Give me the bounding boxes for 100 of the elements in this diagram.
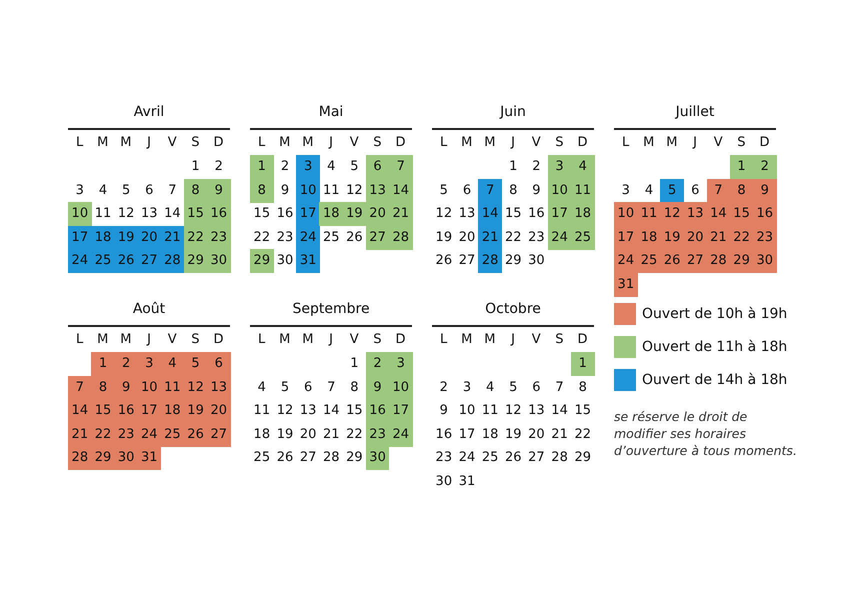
weekday-header: L [438, 331, 448, 349]
highlighted-day: 16 [114, 399, 138, 424]
weekday-header: J [328, 331, 334, 349]
highlighted-day: 30 [206, 249, 231, 274]
highlighted-day: 14 [706, 202, 730, 226]
day-number: 7 [167, 182, 178, 200]
highlighted-day: 11 [160, 376, 184, 400]
day-number: 2 [531, 158, 542, 176]
highlighted-day: 19 [660, 226, 684, 250]
highlighted-day: 3 [548, 155, 572, 180]
day-number: 22 [252, 228, 272, 247]
weekday-header: D [394, 331, 406, 349]
day-number: 1 [508, 158, 518, 176]
legend-label: Ouvert de 11h à 18h [642, 338, 788, 357]
day-number: 13 [527, 402, 546, 420]
highlighted-day: 23 [206, 226, 231, 250]
highlighted-day: 9 [114, 376, 138, 400]
day-number: 15 [504, 205, 523, 224]
day-number: 27 [458, 252, 476, 270]
highlighted-day: 31 [614, 273, 638, 298]
weekday-header: V [348, 331, 360, 349]
highlighted-day: 2 [114, 352, 138, 376]
day-number: 6 [144, 182, 154, 200]
day-number: 12 [345, 182, 364, 200]
day-number: 19 [504, 426, 523, 444]
day-number: 17 [458, 426, 476, 444]
highlighted-day: 31 [137, 446, 162, 470]
highlighted-day: 29 [250, 249, 274, 274]
weekday-header: M [301, 134, 314, 152]
day-number: 11 [480, 402, 500, 420]
day-number: 27 [298, 449, 318, 468]
day-number: 5 [120, 182, 132, 200]
highlighted-day: 29 [91, 446, 115, 470]
highlighted-day: 17 [614, 226, 638, 250]
weekday-header: M [278, 134, 292, 152]
weekday-header: V [348, 134, 360, 152]
highlighted-day: 11 [637, 202, 661, 226]
highlighted-day: 28 [160, 249, 184, 274]
highlighted-day: 5 [660, 178, 684, 203]
highlighted-day: 22 [91, 422, 115, 447]
day-number: 26 [345, 228, 364, 247]
weekday-header: D [394, 134, 406, 152]
note-text: se réserve le droit de modifier ses horaires d’ouverture à tous moments. [614, 408, 798, 459]
highlighted-day: 1 [91, 352, 115, 376]
day-number: 16 [527, 205, 546, 224]
highlighted-day: 15 [730, 202, 754, 226]
highlighted-day: 24 [137, 422, 162, 447]
highlighted-day: 26 [114, 249, 138, 274]
highlighted-day: 17 [137, 399, 162, 424]
highlighted-day: 10 [548, 178, 572, 203]
highlighted-day: 31 [296, 249, 320, 274]
day-number: 15 [252, 205, 272, 224]
weekday-header: M [483, 134, 496, 152]
day-number: 16 [276, 205, 294, 224]
highlighted-day: 6 [206, 352, 231, 376]
weekday-header: V [530, 134, 542, 152]
highlighted-day: 4 [570, 155, 595, 180]
weekday-header: V [530, 331, 542, 349]
highlighted-day: 17 [388, 399, 413, 424]
highlighted-day: 7 [478, 178, 502, 203]
day-number: 20 [298, 426, 318, 444]
highlighted-day: 13 [206, 376, 231, 400]
highlighted-day: 9 [366, 376, 390, 400]
day-number: 6 [302, 378, 314, 397]
weekday-header: M [460, 134, 474, 152]
weekday-header: M [278, 331, 292, 349]
weekday-header: J [328, 134, 334, 152]
highlighted-day: 2 [366, 352, 390, 376]
highlighted-day: 8 [91, 376, 115, 400]
day-number: 14 [163, 205, 182, 224]
highlighted-day: 21 [160, 226, 184, 250]
highlighted-day: 8 [250, 178, 274, 203]
day-number: 3 [74, 182, 85, 200]
day-number: 28 [550, 449, 569, 468]
day-number: 1 [349, 355, 360, 373]
day-number: 13 [140, 205, 159, 224]
weekday-header: L [74, 134, 84, 152]
highlighted-day: 18 [570, 202, 595, 226]
highlighted-day: 7 [706, 178, 730, 203]
highlighted-day: 7 [68, 376, 92, 400]
weekday-header: L [438, 134, 448, 152]
weekday-header: V [712, 134, 724, 152]
weekday-header: D [576, 134, 588, 152]
legend-label: Ouvert de 10h à 19h [642, 305, 788, 324]
weekday-header: S [554, 331, 564, 349]
highlighted-day: 14 [388, 178, 413, 203]
highlighted-day: 14 [478, 202, 502, 226]
day-number: 3 [620, 182, 631, 200]
day-number: 10 [458, 402, 476, 420]
month-title: Avril [132, 104, 166, 120]
highlighted-day: 25 [637, 249, 661, 274]
highlighted-day: 28 [388, 226, 413, 250]
highlighted-day: 21 [68, 422, 92, 447]
month-title: Septembre [291, 301, 371, 317]
highlighted-day: 28 [478, 249, 502, 274]
highlighted-day: 12 [660, 202, 684, 226]
day-number: 30 [434, 473, 454, 491]
highlighted-day: 22 [184, 226, 208, 250]
day-number: 20 [458, 228, 476, 247]
weekday-header: M [460, 331, 474, 349]
